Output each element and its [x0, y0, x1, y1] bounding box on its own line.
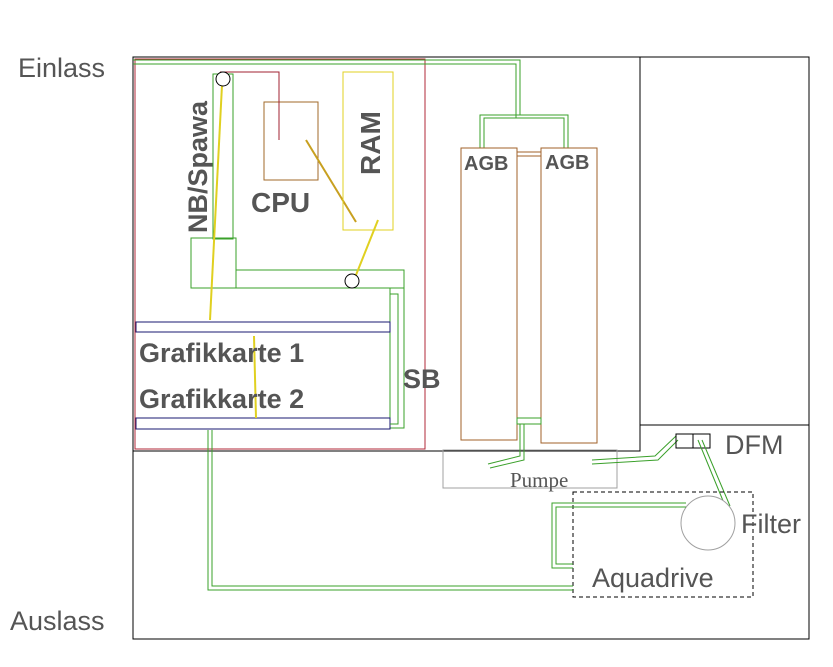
tube-filter-aquadrive	[551, 502, 686, 569]
agb-right-reservoir	[540, 147, 598, 444]
ram-connector	[353, 219, 379, 281]
tube-agb-pump	[487, 417, 542, 469]
label-filter: Filter	[741, 509, 801, 539]
gpu-connector	[253, 335, 257, 419]
tube-pump-dfm	[591, 435, 679, 465]
label-auslass: Auslass	[10, 606, 105, 636]
label-nb-spawa: NB/Spawa	[183, 100, 213, 233]
filter-circle	[680, 495, 736, 551]
cpu-block	[263, 101, 319, 181]
nb-connector	[209, 84, 223, 321]
label-sb: SB	[403, 364, 441, 394]
label-ram: RAM	[355, 111, 386, 175]
label-aquadrive: Aquadrive	[592, 563, 714, 593]
label-einlass: Einlass	[18, 53, 105, 83]
tube-dfm-filter	[697, 439, 731, 509]
tube-sb-link	[390, 293, 399, 425]
label-dfm: DFM	[725, 430, 783, 460]
tube-gpu-outlet	[207, 430, 573, 591]
case-outline	[132, 56, 810, 640]
aquadrive-box	[572, 491, 754, 598]
cpu-connector	[305, 139, 357, 223]
mainboard-outline	[134, 58, 426, 450]
compartment-divider	[133, 57, 641, 452]
cpu-tube-top	[220, 71, 280, 140]
label-agb-left: AGB	[464, 153, 508, 175]
ram-block	[342, 71, 394, 231]
fitting-top	[215, 71, 231, 87]
pump-box	[442, 449, 618, 489]
label-grafikkarte-1: Grafikkarte 1	[139, 338, 304, 368]
graphics-card-2-plate	[135, 417, 391, 430]
tube-nb-block	[190, 73, 405, 429]
tube-inlet-loop	[133, 59, 569, 148]
label-pumpe: Pumpe	[510, 468, 568, 492]
label-grafikkarte-2: Grafikkarte 2	[139, 384, 304, 414]
label-agb-right: AGB	[545, 152, 589, 174]
label-cpu: CPU	[251, 187, 310, 218]
fitting-ram	[344, 273, 360, 289]
agb-left-reservoir	[460, 147, 518, 441]
graphics-card-1-plate	[135, 321, 391, 333]
